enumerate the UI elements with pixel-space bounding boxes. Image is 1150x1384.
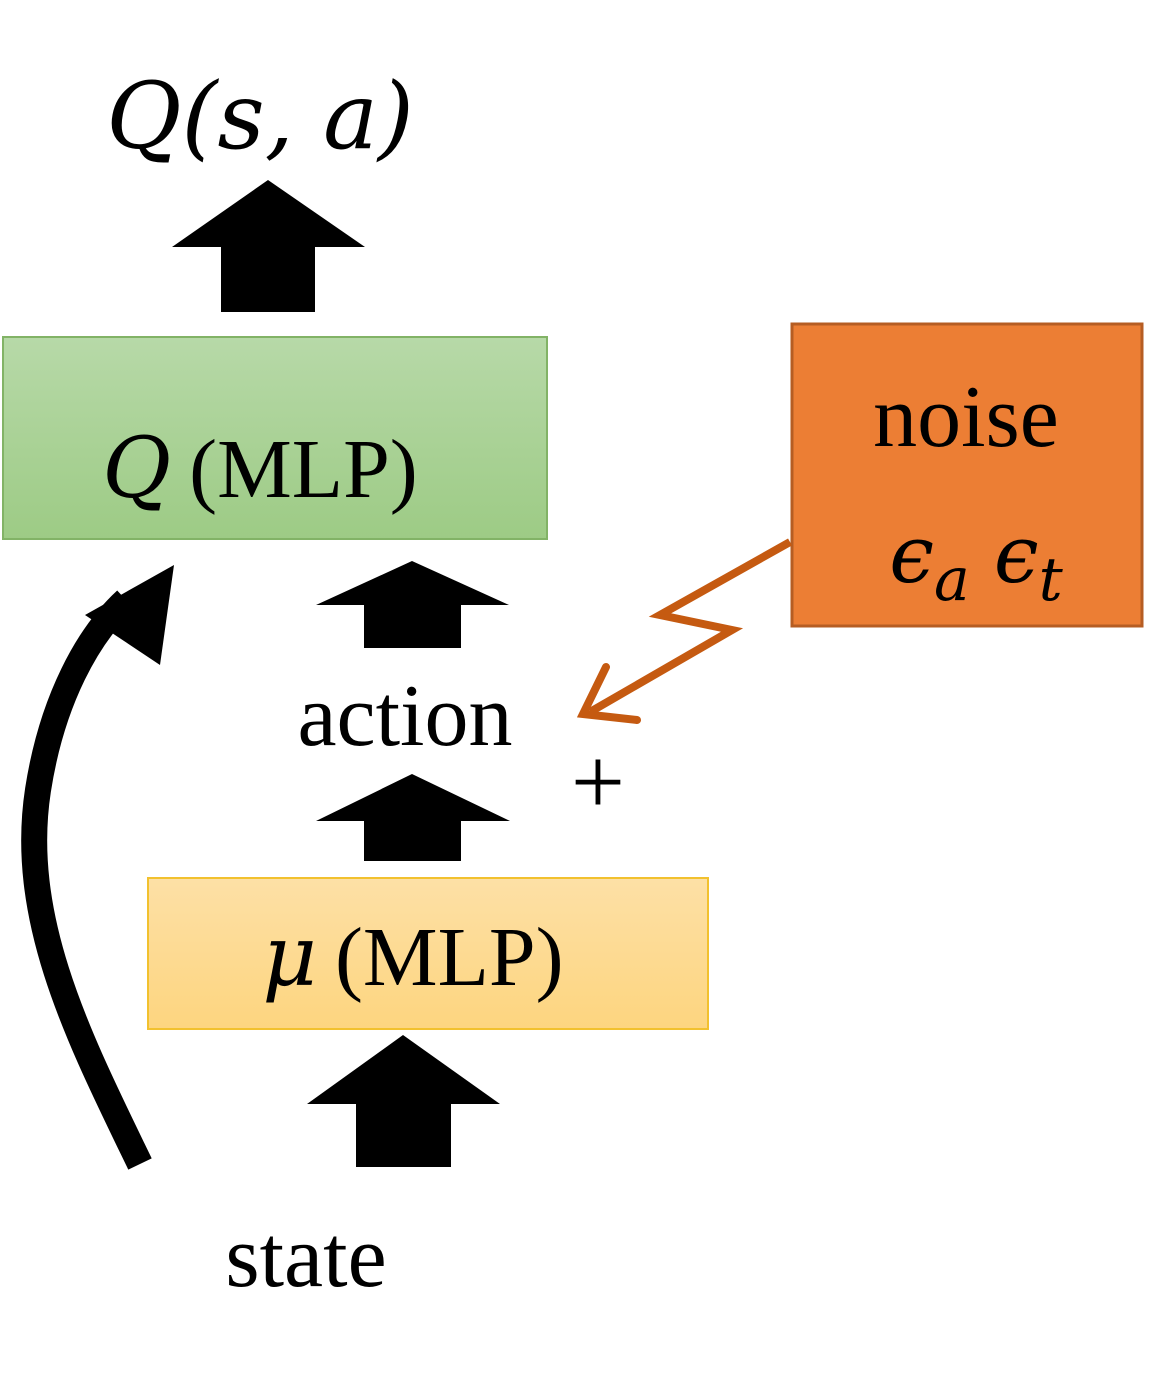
up-arrow-q-to-output (172, 180, 365, 312)
noise-arrow-line (587, 538, 792, 716)
mu-network-symbol: μ (262, 907, 317, 1005)
epsilon-a-symbol: ϵ (889, 508, 934, 601)
q-network-box (2, 336, 548, 540)
q-network-label: Q(MLP) (102, 419, 418, 517)
noise-label: noise (873, 369, 1059, 466)
q-network-text: (MLP) (189, 423, 418, 516)
output-q-symbol: Q (106, 63, 181, 170)
mu-network-box (147, 877, 709, 1030)
noise-box (790, 322, 1144, 628)
mu-network-text: (MLP) (335, 911, 564, 1004)
action-label: action (297, 668, 512, 765)
up-arrow-action-to-q (316, 561, 509, 648)
output-label: Q(s, a) (106, 63, 414, 170)
up-arrow-mu-to-action (316, 774, 510, 861)
noise-arrow-head (576, 663, 641, 724)
epsilon-t-subscript: t (1039, 545, 1064, 615)
output-q-args: (s, a) (182, 63, 414, 170)
plus-sign: + (571, 728, 625, 835)
curved-arrow-head (85, 565, 174, 665)
q-network-symbol: Q (102, 419, 171, 517)
epsilon-a-subscript: a (934, 545, 970, 615)
up-arrow-state-to-mu (307, 1035, 500, 1167)
curved-arrow-state-to-q (21, 590, 152, 1170)
epsilon-t-symbol: ϵ (994, 508, 1039, 601)
state-label: state (225, 1209, 386, 1306)
mu-network-label: μ(MLP) (262, 907, 563, 1005)
